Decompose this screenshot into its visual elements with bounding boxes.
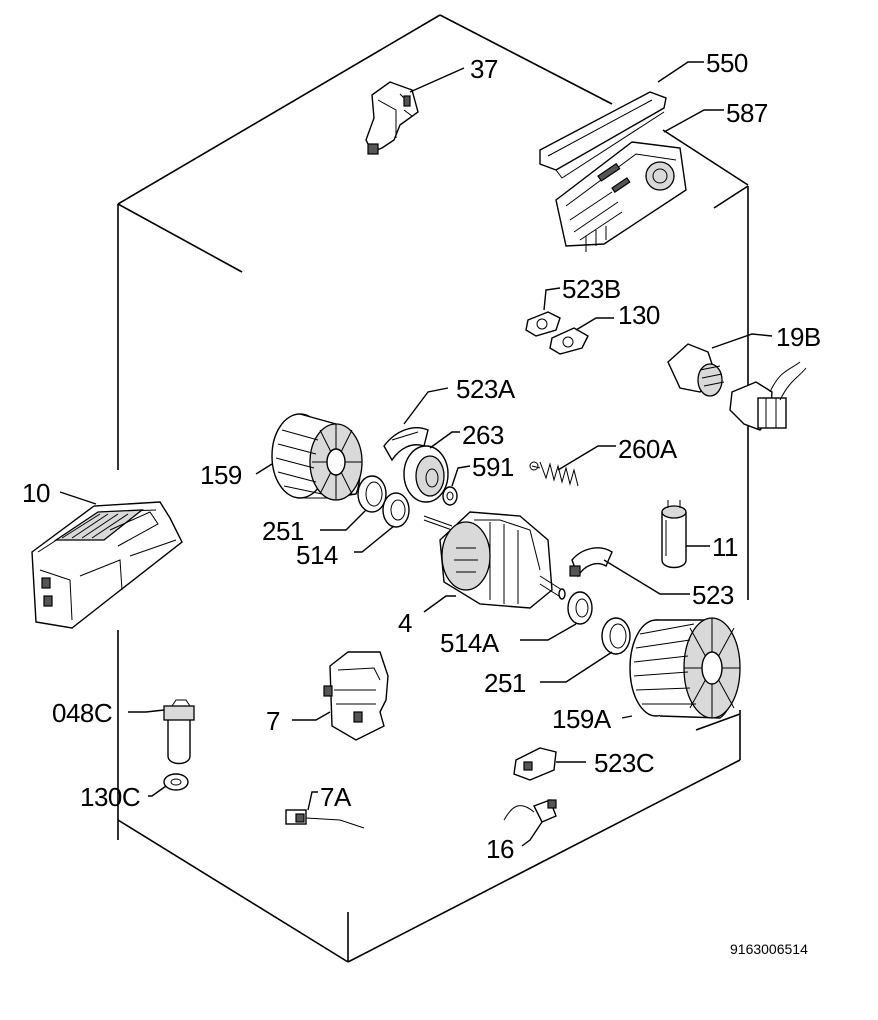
part-523c-icon: [513, 747, 557, 781]
part-11-icon: [661, 500, 687, 569]
part-523b-icon: [525, 311, 561, 337]
part-labels: 37 550 587 523B 130 19B 523A 263 591 260…: [22, 48, 821, 957]
part-130-icon: [549, 327, 589, 355]
leader-260a: [557, 445, 616, 471]
leader-514: [354, 525, 395, 553]
part-4-icon: [423, 511, 566, 609]
leader-251a: [320, 509, 367, 531]
label-514a: 514A: [440, 628, 500, 658]
part-251b-icon: [601, 617, 631, 655]
label-130: 130: [618, 300, 660, 330]
leader-130: [575, 317, 614, 331]
leader-591: [451, 465, 471, 487]
part-514-icon: [382, 492, 410, 528]
leader-048c: [128, 709, 165, 713]
label-159: 159: [200, 460, 242, 490]
part-591-icon: [442, 486, 458, 506]
part-37-icon: [365, 81, 419, 155]
part-048c-icon: [163, 699, 195, 765]
leader-37: [409, 67, 465, 93]
part-260a-icon: [529, 461, 579, 487]
leader-16: [521, 821, 543, 847]
label-251-lower: 251: [484, 668, 526, 698]
leader-159: [255, 463, 273, 475]
leader-251b: [540, 651, 613, 683]
label-523b: 523B: [562, 274, 621, 304]
leader-550: [657, 61, 704, 83]
part-263-icon: [403, 445, 449, 503]
label-251-upper: 251: [262, 516, 304, 546]
label-37: 37: [470, 54, 498, 84]
part-16-icon: [503, 799, 557, 823]
part-550-icon: [539, 91, 667, 179]
label-514: 514: [296, 540, 338, 570]
label-4: 4: [398, 608, 412, 638]
leader-19b: [711, 333, 773, 349]
label-550: 550: [706, 48, 748, 78]
label-523a: 523A: [456, 374, 516, 404]
leader-523: [603, 559, 690, 595]
part-130c-icon: [163, 773, 189, 791]
part-10-icon: [31, 501, 183, 629]
label-260a: 260A: [618, 434, 678, 464]
part-514a-icon: [567, 591, 593, 625]
leader-514a: [520, 623, 577, 641]
part-159a-icon: [629, 617, 741, 719]
label-16: 16: [486, 834, 514, 864]
label-7a: 7A: [320, 782, 352, 812]
leader-523a: [403, 387, 449, 425]
leader-7a: [307, 791, 318, 811]
label-7: 7: [266, 706, 280, 736]
part-251a-icon: [357, 475, 387, 513]
label-591: 591: [472, 452, 514, 482]
leader-587: [663, 109, 724, 133]
part-587-icon: [555, 141, 687, 252]
leader-159a: [621, 715, 633, 719]
leader-10: [59, 491, 97, 505]
label-587: 587: [726, 98, 768, 128]
leader-4: [423, 595, 456, 613]
label-263: 263: [462, 420, 504, 450]
part-7a-icon: [285, 809, 365, 829]
leader-523b: [543, 287, 561, 311]
leader-263: [429, 431, 460, 449]
part-159-icon: [271, 413, 363, 501]
label-11: 11: [712, 532, 738, 562]
part-7-icon: [323, 651, 389, 741]
leader-7: [292, 711, 331, 721]
part-19b-icon: [667, 343, 807, 431]
part-523-icon: [569, 547, 613, 578]
label-048c: 048C: [52, 698, 112, 728]
label-159a: 159A: [552, 704, 612, 734]
label-10: 10: [22, 478, 50, 508]
label-523c: 523C: [594, 748, 654, 778]
label-19b: 19B: [776, 322, 821, 352]
cabinet-outline: [117, 14, 749, 963]
document-number: 9163006514: [730, 941, 808, 957]
leader-130c: [148, 785, 167, 797]
label-523: 523: [692, 580, 734, 610]
label-130c: 130C: [80, 782, 140, 812]
